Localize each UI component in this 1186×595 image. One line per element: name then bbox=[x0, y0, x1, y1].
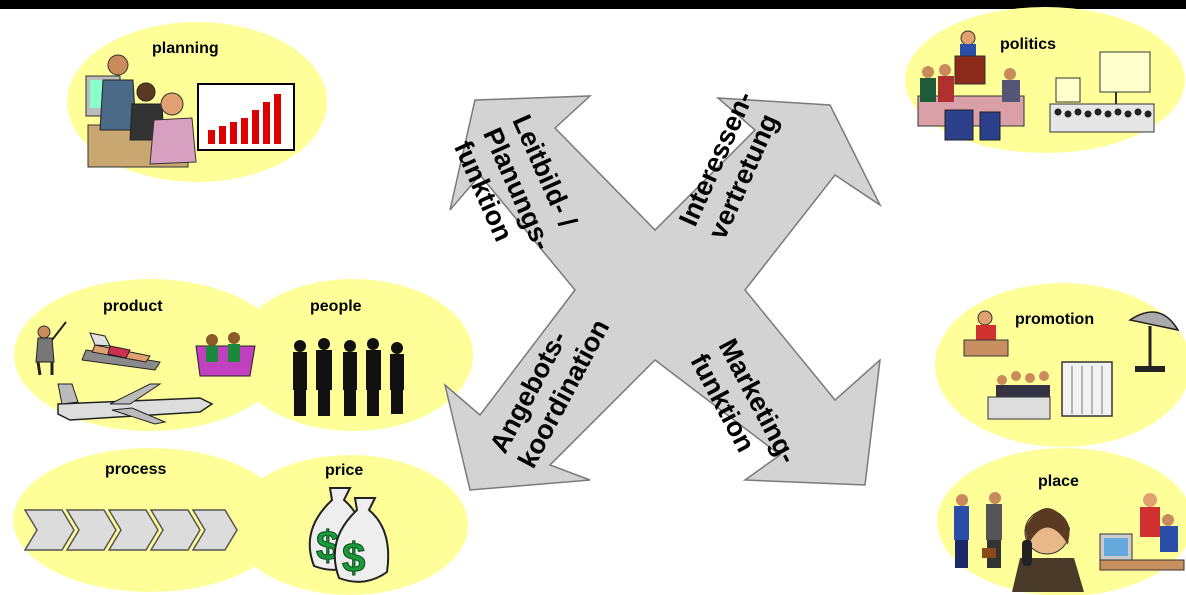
top-bar bbox=[0, 0, 1186, 9]
cross-arrow bbox=[443, 95, 882, 491]
money-bags-dollar-icon: $ $ bbox=[308, 487, 390, 583]
golf-sunbathing-airplane-icon bbox=[35, 321, 256, 425]
price-label: price bbox=[325, 462, 363, 479]
process-chevrons-icon bbox=[23, 509, 238, 551]
promotion-label: promotion bbox=[1015, 311, 1094, 328]
podium-conference-audience-icon bbox=[917, 30, 1155, 141]
product-ellipse bbox=[14, 279, 286, 431]
handshake-telephone-office-icon bbox=[954, 492, 1185, 592]
presenter-satellite-dish-icon bbox=[963, 310, 1180, 420]
politics-label: politics bbox=[1000, 36, 1056, 53]
product-label: product bbox=[103, 298, 163, 315]
business-people-silhouettes-icon bbox=[293, 338, 404, 416]
planning-label: planning bbox=[152, 40, 219, 57]
business-meeting-bar-chart-icon bbox=[85, 54, 295, 168]
promotion-ellipse bbox=[935, 283, 1186, 447]
people-label: people bbox=[310, 298, 362, 315]
process-label: process bbox=[105, 461, 166, 478]
place-label: place bbox=[1038, 473, 1079, 490]
svg-text:$: $ bbox=[342, 534, 365, 581]
